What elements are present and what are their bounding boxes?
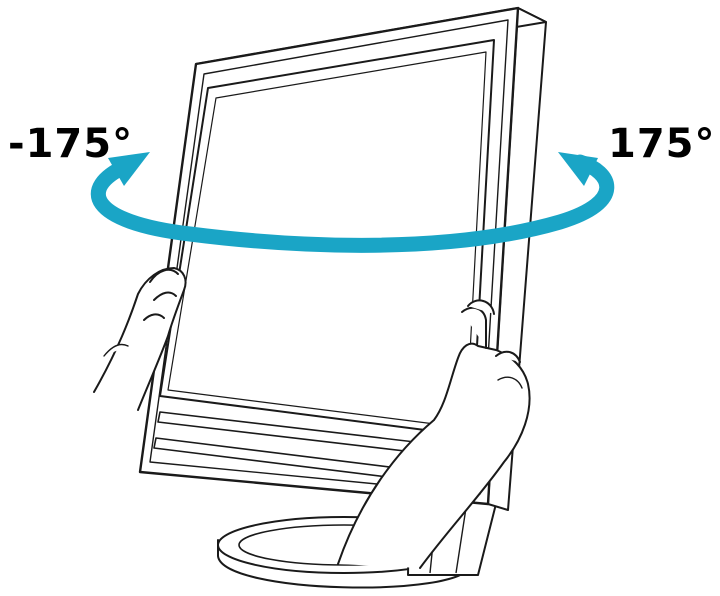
left-angle-label: -175° [8,121,134,167]
swivel-arrow-ring [90,154,615,253]
right-angle-label: 175° [608,121,716,167]
right-hand [337,299,531,569]
clockwise-arrow-icon [558,152,598,186]
counterclockwise-arrow-icon [108,152,150,186]
left-hand [93,267,187,411]
